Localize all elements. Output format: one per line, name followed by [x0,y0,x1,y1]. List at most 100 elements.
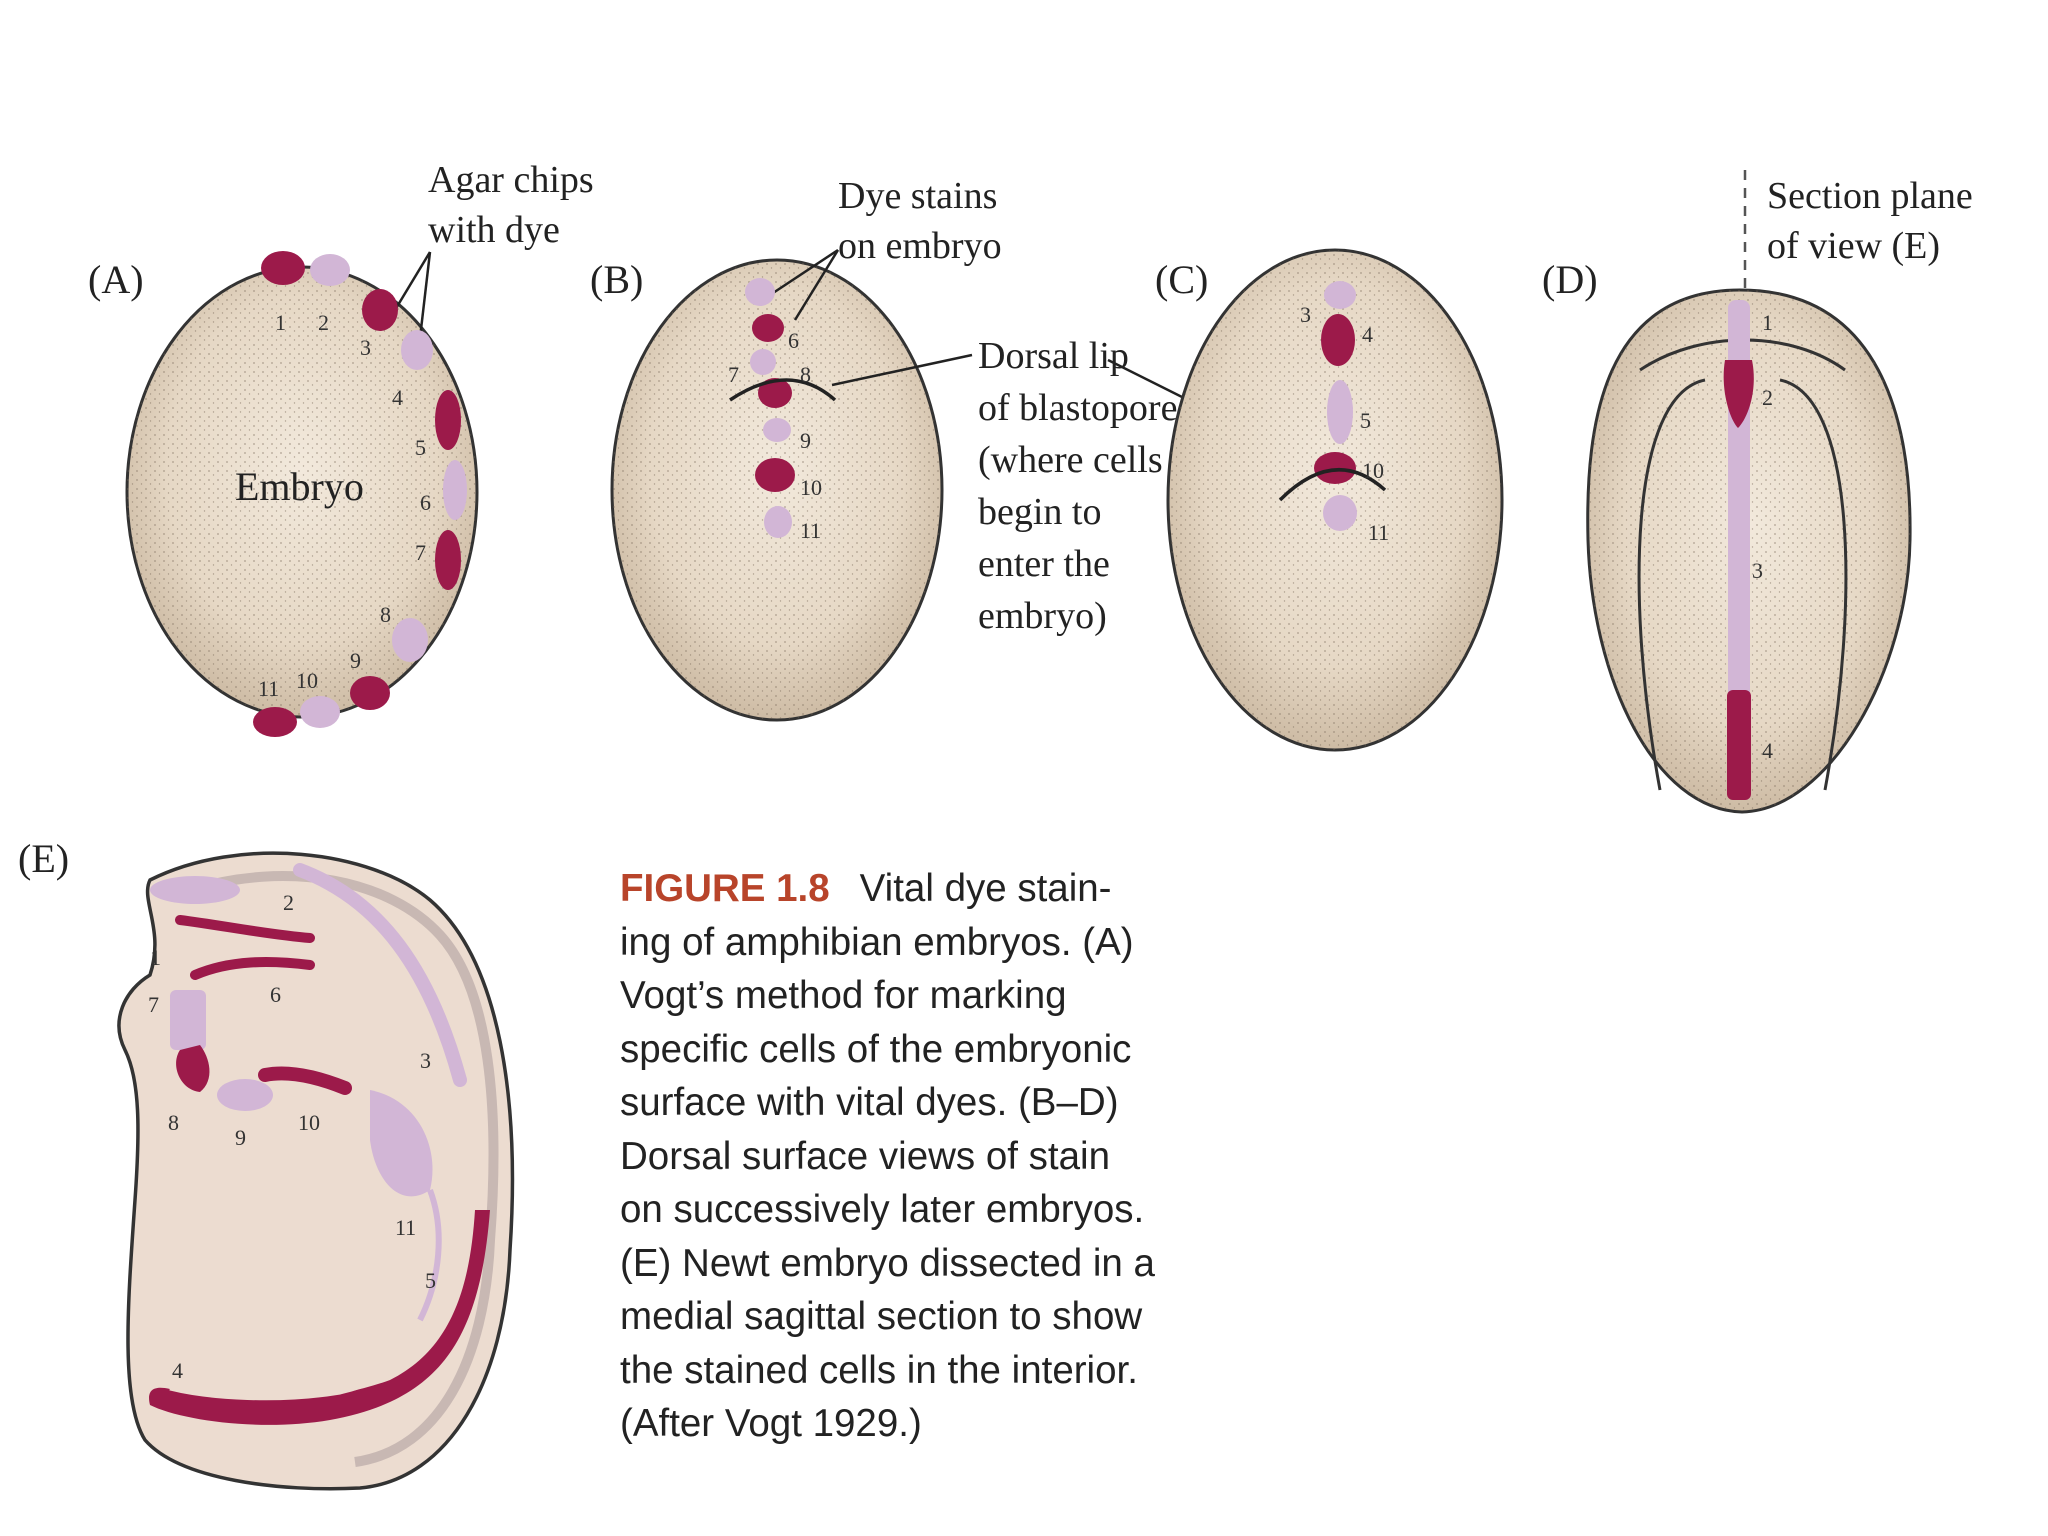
number-label: 3 [1300,302,1311,327]
caption-text: Vital dye stain- [859,867,1112,910]
caption-text: Dorsal surface views of stain [620,1134,1110,1178]
number-label: 4 [172,1358,183,1383]
number-label: 11 [395,1215,416,1240]
caption-text: (E) Newt embryo dissected in a [620,1241,1155,1285]
agar-chips-annotation-line1: Agar chips [428,159,594,201]
agar-chip [310,254,350,286]
e-stain-3 [293,863,467,1087]
embryo-e-edge [188,871,499,1467]
caption-text: the stained cells in the interior. [620,1348,1138,1392]
dorsal-lip-line4: begin to [978,491,1101,533]
number-label: 3 [420,1048,431,1073]
caption-text: (After Vogt 1929.) [620,1402,922,1445]
number-label: 1 [1762,310,1773,335]
number-label: 9 [235,1125,246,1150]
figure-caption: FIGURE 1.8 Vital dye stain- ing of amphib… [620,862,1240,1451]
number-label: 2 [318,310,329,335]
caption-text: Vogt’s method for marking [620,974,1067,1017]
agar-chip [401,330,433,370]
e-stain-7 [170,990,206,1050]
panel-a-label: (A) [88,257,144,302]
panel-e-label: (E) [18,836,69,881]
dye-stain [764,506,792,538]
caption-text: specific cells of the embryonic [620,1027,1132,1071]
number-label: 8 [800,362,811,387]
neural-fold-left [1637,378,1706,791]
panel-a-numbers: 1 2 3 4 5 6 7 8 9 10 11 [258,310,431,701]
panel-b-label: (B) [590,257,643,302]
e-stain-10 [258,1066,352,1095]
dye-stains-pointers [769,248,840,321]
dye-stain [1321,314,1355,366]
number-label: 7 [415,540,426,565]
e-stain-2 [175,915,315,943]
dye-stain [1323,495,1357,531]
number-label: 6 [788,328,799,353]
panel-e: (E) 1 2 3 4 5 6 7 8 9 10 11 [18,836,515,1491]
blastopore-lip-b [729,378,837,402]
number-label: 11 [1368,520,1389,545]
dorsal-lip-line1: Dorsal lip [978,335,1129,377]
dye-stain [750,349,776,375]
notochord-stain-dark-4 [1727,690,1751,800]
dye-stains-c [1314,281,1357,531]
agar-chip [350,676,390,710]
number-label: 10 [1362,458,1384,483]
e-stain-11 [370,1090,433,1197]
panel-c-numbers: 3 4 5 10 11 [1300,302,1389,545]
panel-d-label: (D) [1542,257,1598,302]
number-label: 1 [150,945,161,970]
dye-stains-annotation-line2: on embryo [838,225,1002,267]
dorsal-lip-line5: enter the [978,543,1110,585]
dye-stain [752,314,784,342]
number-label: 10 [298,1110,320,1135]
e-stain-6 [190,957,315,980]
number-label: 8 [168,1110,179,1135]
number-label: 7 [148,992,159,1017]
number-label: 3 [360,335,371,360]
embryo-label: Embryo [235,464,364,509]
number-label: 5 [425,1268,436,1293]
caption-line-1: FIGURE 1.8 Vital dye stain- [620,862,1240,916]
dye-stain [1327,380,1353,444]
panel-c: (C) 3 4 5 10 11 [1155,248,1504,752]
number-label: 11 [800,518,821,543]
agar-chips-pointers [393,251,432,339]
number-label: 7 [728,362,739,387]
panel-d: (D) Section plane of view (E) 1 2 3 4 [1542,170,1973,818]
number-label: 4 [392,385,403,410]
dye-stain [763,418,791,442]
e-stain-1 [150,876,240,904]
dorsal-lip-annotation: Dorsal lip of blastopore (where cells be… [831,335,1319,637]
agar-chip [362,289,398,331]
dorsal-lip-line6: embryo) [978,595,1107,637]
neural-fold-right [1779,378,1848,791]
caption-text: medial sagittal section to show [620,1295,1143,1338]
blastopore-lip-c [1278,468,1387,502]
caption-text: ing of amphibian embryos. (A) [620,920,1134,964]
dorsal-lip-line2: of blastopore [978,387,1177,429]
notochord-stain-dark-2 [1723,360,1754,428]
dye-stain [1314,452,1356,484]
embryo-a-stipple [127,267,477,717]
number-label: 2 [283,890,294,915]
figure-label: FIGURE 1.8 [620,867,830,910]
number-label: 5 [415,435,426,460]
e-stain-4-inner [169,1214,473,1401]
dye-stains-annotation-line1: Dye stains [838,175,997,217]
agar-chip [261,251,305,285]
number-label: 9 [350,648,361,673]
number-label: 9 [800,428,811,453]
dye-stain [1324,281,1356,309]
agar-chip [300,696,340,728]
agar-chips [253,251,467,737]
e-stain-9 [217,1079,273,1111]
agar-chip [435,530,461,590]
agar-chip [253,707,297,737]
panel-a: (A) Embryo Agar chips with dye 1 2 3 4 [88,159,594,737]
number-label: 2 [1762,385,1773,410]
dye-stain [755,458,795,492]
number-label: 6 [270,982,281,1007]
section-plane-annotation-line1: Section plane [1767,175,1973,217]
number-label: 6 [420,490,431,515]
